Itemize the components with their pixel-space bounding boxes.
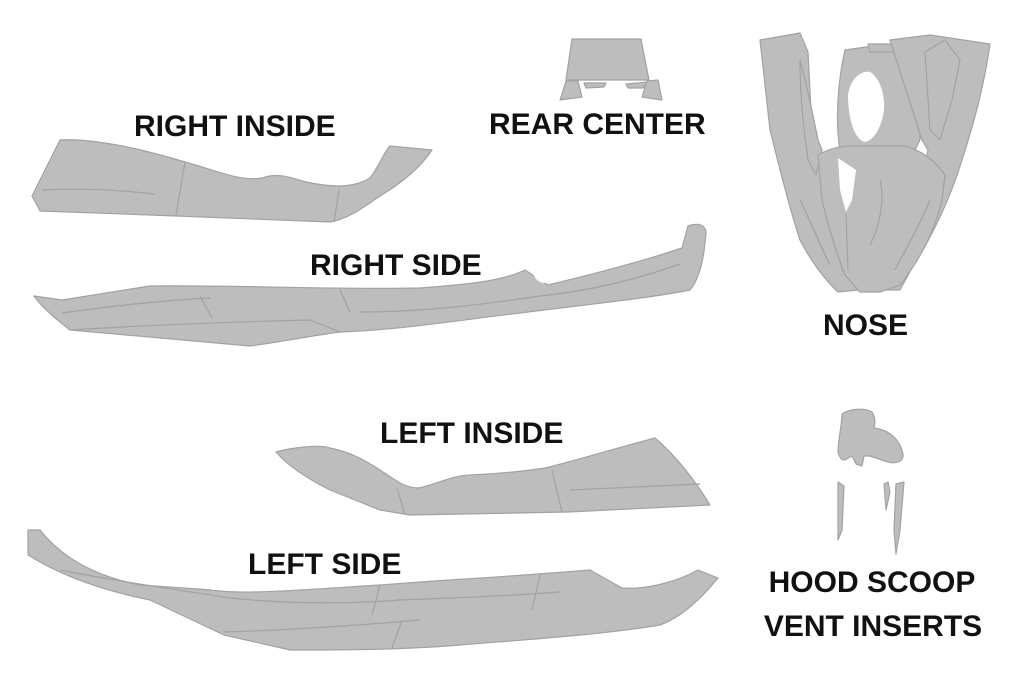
left-side-label: LEFT SIDE (248, 548, 402, 581)
right-inside-part (31, 139, 433, 223)
hood-scoop-label-line1: HOOD SCOOP (768, 566, 976, 599)
nose-label: NOSE (823, 309, 909, 342)
rear-center-part (559, 38, 663, 101)
right-side-part (33, 223, 707, 347)
rear-center-label: REAR CENTER (489, 108, 706, 141)
left-inside-part (275, 437, 711, 516)
hood-scoop-label-line2: VENT INSERTS (763, 610, 983, 643)
hood-scoop-vent-inserts-part (837, 408, 905, 555)
left-side-part (27, 525, 719, 651)
right-inside-label: RIGHT INSIDE (134, 110, 336, 143)
nose-part (759, 32, 991, 293)
left-inside-label: LEFT INSIDE (380, 417, 564, 450)
right-side-label: RIGHT SIDE (310, 249, 482, 282)
